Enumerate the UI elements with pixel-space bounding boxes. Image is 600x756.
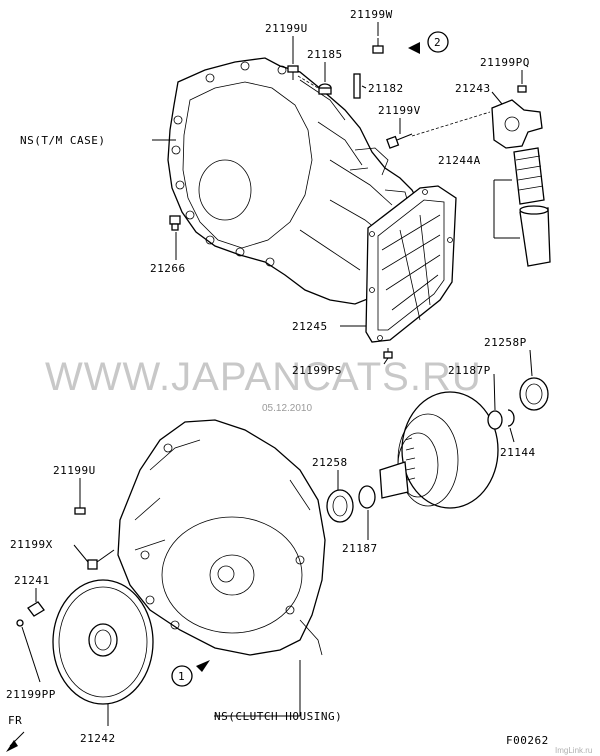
date-stamp: 05.12.2010: [262, 403, 312, 414]
plug-21185: [318, 83, 332, 95]
pin-21182: [353, 73, 361, 99]
oil-filter-21244A: [513, 147, 551, 267]
label-21266: 21266: [150, 262, 186, 275]
oil-seal-21258P: [519, 377, 549, 411]
callout-1: 1: [171, 660, 210, 687]
label-21241: 21241: [14, 574, 50, 587]
bolt-21199V: [386, 133, 413, 149]
label-21187P: 21187P: [448, 364, 491, 377]
snap-ring-21144: [507, 409, 515, 427]
bolt-21199PS: [383, 348, 393, 359]
label-21245: 21245: [292, 320, 328, 333]
label-21199PS: 21199PS: [292, 364, 342, 377]
label-21243: 21243: [455, 82, 491, 95]
part-labels: NS(T/M CASE) 21199U 21199W 21185 21182 2…: [6, 8, 536, 745]
callout-1-text: 1: [178, 670, 185, 683]
label-21199U-bottom: 21199U: [53, 464, 96, 477]
bolt-21199U-bottom: [74, 490, 86, 515]
label-21187: 21187: [342, 542, 378, 555]
label-21182: 21182: [368, 82, 404, 95]
guide-lines: [297, 75, 491, 137]
clutch-housing: [117, 419, 326, 656]
callout-2-text: 2: [434, 36, 441, 49]
label-21258: 21258: [312, 456, 348, 469]
leader-lines: [21, 22, 533, 726]
label-21258P: 21258P: [484, 336, 527, 349]
label-tm-case: NS(T/M CASE): [20, 134, 105, 147]
plug-21266: [169, 215, 181, 231]
o-ring-21187: [358, 485, 376, 509]
torque-converter: [379, 391, 499, 509]
front-direction: FR: [6, 714, 25, 752]
label-21242: 21242: [80, 732, 116, 745]
label-21199U-top: 21199U: [265, 22, 308, 35]
label-21244A: 21244A: [438, 154, 481, 167]
label-21144: 21144: [500, 446, 536, 459]
label-21199V: 21199V: [378, 104, 421, 117]
label-21199PP: 21199PP: [6, 688, 56, 701]
label-clutch-housing: NS(CLUTCH HOUSING): [214, 710, 342, 723]
pin-21199PP: [16, 619, 24, 627]
bolt-21199U-top: [287, 65, 299, 80]
bolt-21199W: [372, 38, 384, 54]
clip-21241: [27, 601, 45, 617]
filter-bracket-21243: [491, 85, 543, 149]
label-21199W: 21199W: [350, 8, 393, 21]
image-credit: ImgLink.ru: [555, 746, 592, 755]
figure-code: F00262: [506, 734, 549, 747]
bolt-21199X: [87, 549, 115, 570]
watermark: WWW.JAPANCATS.RU: [45, 355, 482, 399]
direction-label: FR: [8, 714, 22, 727]
callout-2: 2: [408, 31, 449, 54]
cover-plate-21242: [52, 579, 154, 705]
label-21185: 21185: [307, 48, 343, 61]
label-21199X: 21199X: [10, 538, 53, 551]
oil-pan-21245: [365, 185, 457, 343]
oil-seal-21258: [326, 489, 354, 523]
label-21199PQ: 21199PQ: [480, 56, 530, 69]
o-ring-21187P: [487, 410, 503, 430]
